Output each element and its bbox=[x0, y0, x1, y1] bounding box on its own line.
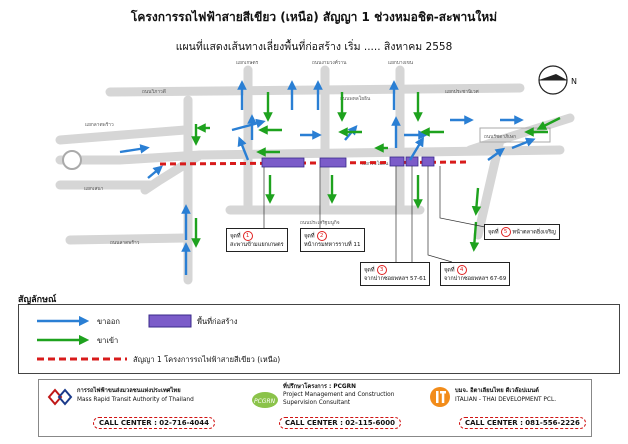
legend-inbound-label: ขาเข้า bbox=[97, 336, 119, 345]
pointer-lines bbox=[263, 166, 491, 263]
call-center-3: CALL CENTER : 081-556-2226 bbox=[459, 417, 586, 429]
construction-zones bbox=[261, 156, 435, 168]
road-label: ถนนพหลโยธิน bbox=[340, 95, 371, 102]
compass-label: N bbox=[571, 77, 577, 86]
road-label: ถนนงามวงศ์วาน bbox=[312, 59, 347, 66]
construction-point-2: จุดที่2 หน้ากรมทหารราบที่ 11 bbox=[300, 228, 365, 252]
call-center-2: CALL CENTER : 02-115-6000 bbox=[279, 417, 401, 429]
mrta-logo-icon bbox=[47, 388, 73, 406]
road-label: แยกประชานิเวศ bbox=[445, 89, 479, 95]
construction-point-1: จุดที่1 สะพานข้ามแยกเกษตร bbox=[226, 228, 288, 252]
road-left-h3 bbox=[65, 233, 190, 245]
pcgrn-logo-icon: PCGRN bbox=[252, 392, 278, 408]
block-ratchada bbox=[479, 127, 551, 143]
org1-name-en: Mass Rapid Transit Authority of Thailand bbox=[77, 397, 194, 403]
roundabout bbox=[62, 150, 82, 170]
compass-icon: N bbox=[538, 65, 577, 95]
construction-zone-1 bbox=[261, 157, 305, 168]
road-left-h bbox=[55, 125, 190, 145]
org3-name-th: บมจ. อิตาเลียนไทย ดีเวล๊อปเมนต์ bbox=[455, 388, 539, 394]
construction-zone-5 bbox=[421, 156, 435, 167]
outbound-arrows bbox=[119, 80, 536, 275]
svg-text:PCGRN: PCGRN bbox=[254, 398, 276, 405]
road-label: ถนนรัชดาภิเษก bbox=[484, 134, 516, 140]
road-top bbox=[105, 83, 525, 97]
call-center-1: CALL CENTER : 02-716-4044 bbox=[93, 417, 215, 429]
inbound-arrows bbox=[191, 92, 561, 252]
construction-point-3: จุดที่3 จากปากซอยพหลฯ 57-61 bbox=[360, 262, 431, 286]
org2-name-en-2: Supervision Consultant bbox=[283, 400, 351, 406]
legend-contract-label: สัญญา 1 โครงการรถไฟฟ้าสายสีเขียว (เหนือ) bbox=[133, 355, 281, 364]
org2-name-en-1: Project Management and Construction bbox=[283, 392, 395, 398]
road-label: แยกเกษตร bbox=[236, 60, 259, 66]
contract-line bbox=[159, 160, 471, 166]
itd-logo-icon bbox=[430, 387, 450, 407]
construction-zone-3 bbox=[389, 156, 405, 167]
road-label: ถนนลาดพร้าว bbox=[110, 239, 140, 246]
org2-name-th: ที่ปรึกษาโครงการ : PCGRN bbox=[283, 384, 356, 390]
legend-title: สัญลักษณ์ bbox=[18, 295, 57, 305]
page-title: โครงการรถไฟฟ้าสายสีเขียว (เหนือ) สัญญา 1… bbox=[130, 10, 498, 24]
road-label: แยกเสนา bbox=[84, 186, 104, 192]
org3-name-en: ITALIAN - THAI DEVELOPMENT PCL. bbox=[455, 397, 557, 403]
legend-construction-label: พื้นที่ก่อสร้าง bbox=[197, 317, 238, 326]
page-subtitle: แผนที่แสดงเส้นทางเลี่ยงพื้นที่ก่อสร้าง เ… bbox=[175, 41, 453, 53]
construction-point-4: จุดที่4 จากปากซอยพหลฯ 67-69 bbox=[440, 262, 511, 286]
construction-zone-2 bbox=[319, 157, 347, 168]
road-network bbox=[55, 65, 575, 285]
road-phahonyothin bbox=[55, 145, 565, 165]
road-label: แยกลาดพร้าว bbox=[85, 121, 114, 128]
road-label: ถนนวิภาวดี bbox=[142, 88, 166, 95]
footer: การรถไฟฟ้าขนส่งมวลชนแห่งประเทศไทย Mass R… bbox=[38, 379, 592, 437]
org1-name-th: การรถไฟฟ้าขนส่งมวลชนแห่งประเทศไทย bbox=[77, 388, 181, 394]
legend-outbound-label: ขาออก bbox=[97, 317, 120, 326]
construction-point-5: จุดที่5 หน้าตลาดยิ่งเจริญ bbox=[484, 224, 560, 240]
legend: ขาออก ขาเข้า พื้นที่ก่อสร้าง สัญญา 1 โคร… bbox=[18, 304, 620, 374]
road-label: แยกบางเขน bbox=[388, 61, 414, 66]
legend-construction-swatch bbox=[148, 314, 192, 328]
